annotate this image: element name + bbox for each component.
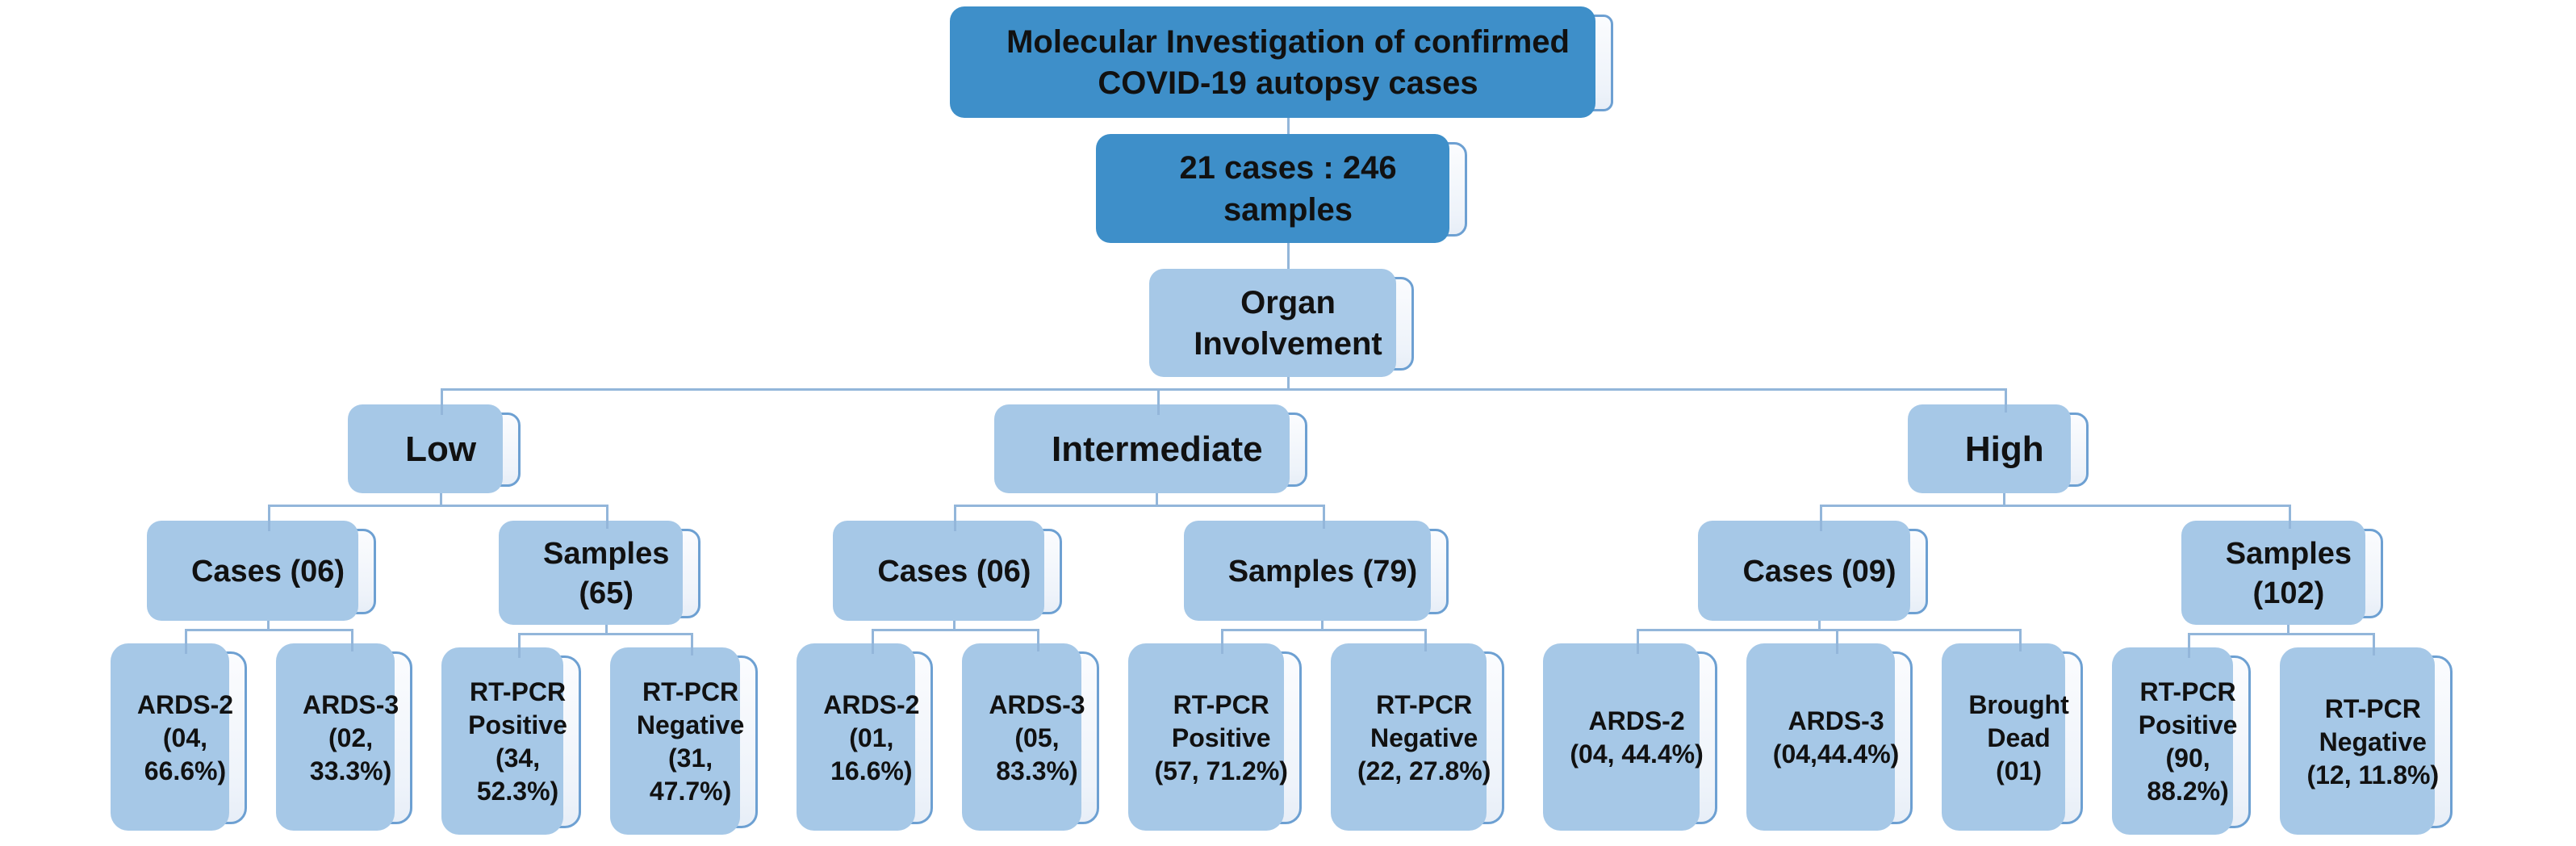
node-low-ards3: ARDS-3 (02, 33.3%)	[276, 643, 413, 831]
node-intermediate-rtpcr-negative: RT-PCR Negative (22, 27.8%)	[1330, 643, 1505, 831]
leaf-cell: ARDS-3 (04,44.4%)	[1738, 629, 1936, 831]
node-total-cases-samples: 21 cases : 246 samples	[1096, 134, 1467, 244]
node-high-samples: Samples (102)	[2181, 521, 2384, 626]
leaf-cell: RT-PCR Negative (31, 47.7%)	[601, 633, 779, 836]
node-high-rtpcr-negative: RT-PCR Negative (12, 11.8%)	[2280, 647, 2453, 836]
branch-intermediate: Intermediate Cases (06) ARDS-2 (01, 16.6…	[784, 388, 1533, 831]
branch-high: High Cases (09) ARDS-2 (04, 44.4%) ARDS-…	[1530, 388, 2478, 836]
connector-line	[266, 614, 270, 630]
node-branch-high: High	[1907, 404, 2089, 494]
low-samples-group: Samples (65) RT-PCR Positive (34, 52.3%)…	[433, 505, 779, 836]
leaf-cell: Brought Dead (01)	[1934, 629, 2103, 831]
node-high-ards2: ARDS-2 (04, 44.4%)	[1543, 643, 1717, 831]
node-low-samples: Samples (65)	[499, 521, 701, 626]
node-high-cases: Cases (09)	[1698, 521, 1928, 622]
leaf-cell: ARDS-2 (01, 16.6%)	[788, 629, 957, 831]
node-intermediate-samples: Samples (79)	[1183, 521, 1449, 622]
leaf-cell: RT-PCR Positive (34, 52.3%)	[433, 633, 604, 836]
branch-low: Low Cases (06) ARDS-2 (04, 66.6%) ARDS-3…	[98, 388, 787, 836]
leaf-cell: RT-PCR Negative (22, 27.8%)	[1322, 629, 1525, 831]
high-samples-group: Samples (102) RT-PCR Positive (90, 88.2%…	[2103, 505, 2474, 836]
node-intermediate-rtpcr-positive: RT-PCR Positive (57, 71.2%)	[1127, 643, 1302, 831]
low-group-row: Cases (06) ARDS-2 (04, 66.6%) ARDS-3 (02…	[102, 505, 779, 836]
intermediate-group-row: Cases (06) ARDS-2 (01, 16.6%) ARDS-3 (05…	[788, 505, 1526, 831]
leaf-cell: ARDS-2 (04, 66.6%)	[102, 629, 271, 831]
connector-line	[439, 487, 442, 505]
node-low-rtpcr-positive: RT-PCR Positive (34, 52.3%)	[441, 647, 581, 836]
low-cases-group: Cases (06) ARDS-2 (04, 66.6%) ARDS-3 (02…	[102, 505, 437, 831]
node-intermediate-ards2: ARDS-2 (01, 16.6%)	[797, 643, 934, 831]
node-study-title: Molecular Investigation of confirmed COV…	[950, 6, 1613, 119]
leaf-cell: RT-PCR Negative (12, 11.8%)	[2272, 633, 2474, 836]
node-intermediate-ards3: ARDS-3 (05, 83.3%)	[962, 643, 1099, 831]
branch-row: Low Cases (06) ARDS-2 (04, 66.6%) ARDS-3…	[98, 388, 2478, 836]
high-group-row: Cases (09) ARDS-2 (04, 44.4%) ARDS-3 (04…	[1535, 505, 2474, 836]
high-cases-group: Cases (09) ARDS-2 (04, 44.4%) ARDS-3 (04…	[1535, 505, 2107, 831]
leaf-cell: ARDS-2 (04, 44.4%)	[1535, 629, 1742, 831]
connector-line	[952, 614, 956, 630]
connector-line	[1818, 614, 1821, 630]
node-low-cases: Cases (06)	[146, 521, 377, 622]
leaf-cell: ARDS-3 (02, 33.3%)	[268, 629, 433, 831]
node-high-ards3: ARDS-3 (04,44.4%)	[1746, 643, 1913, 831]
connector-line	[604, 618, 608, 634]
high-samples-leaves: RT-PCR Positive (90, 88.2%) RT-PCR Negat…	[2104, 633, 2474, 836]
high-cases-leaves: ARDS-2 (04, 44.4%) ARDS-3 (04,44.4%) Bro…	[1535, 629, 2103, 831]
connector-line	[1286, 236, 1290, 277]
connector-line	[2003, 487, 2006, 505]
node-high-brought-dead: Brought Dead (01)	[1942, 643, 2083, 831]
connector-line	[1321, 614, 1324, 630]
node-intermediate-cases: Cases (06)	[833, 521, 1063, 622]
intermediate-samples-group: Samples (79) RT-PCR Positive (57, 71.2%)…	[1119, 505, 1526, 831]
connector-line	[1286, 111, 1290, 143]
node-organ-involvement: Organ Involvement	[1149, 268, 1414, 378]
leaf-cell: RT-PCR Positive (57, 71.2%)	[1120, 629, 1326, 831]
leaf-cell: RT-PCR Positive (90, 88.2%)	[2104, 633, 2275, 836]
node-low-ards2: ARDS-2 (04, 66.6%)	[110, 643, 248, 831]
connector-line	[1286, 371, 1290, 389]
node-high-rtpcr-positive: RT-PCR Positive (90, 88.2%)	[2111, 647, 2252, 836]
flowchart: Molecular Investigation of confirmed COV…	[98, 0, 2478, 836]
node-branch-low: Low	[348, 404, 521, 494]
intermediate-cases-group: Cases (06) ARDS-2 (01, 16.6%) ARDS-3 (05…	[788, 505, 1123, 831]
connector-line	[1156, 487, 1159, 505]
leaf-cell: ARDS-3 (05, 83.3%)	[954, 629, 1119, 831]
low-samples-leaves: RT-PCR Positive (34, 52.3%) RT-PCR Negat…	[433, 633, 779, 836]
node-low-rtpcr-negative: RT-PCR Negative (31, 47.7%)	[609, 647, 759, 836]
low-cases-leaves: ARDS-2 (04, 66.6%) ARDS-3 (02, 33.3%)	[102, 629, 433, 831]
connector-line	[2287, 618, 2290, 634]
intermediate-cases-leaves: ARDS-2 (01, 16.6%) ARDS-3 (05, 83.3%)	[788, 629, 1119, 831]
node-branch-intermediate: Intermediate	[993, 404, 1307, 494]
intermediate-samples-leaves: RT-PCR Positive (57, 71.2%) RT-PCR Negat…	[1120, 629, 1526, 831]
